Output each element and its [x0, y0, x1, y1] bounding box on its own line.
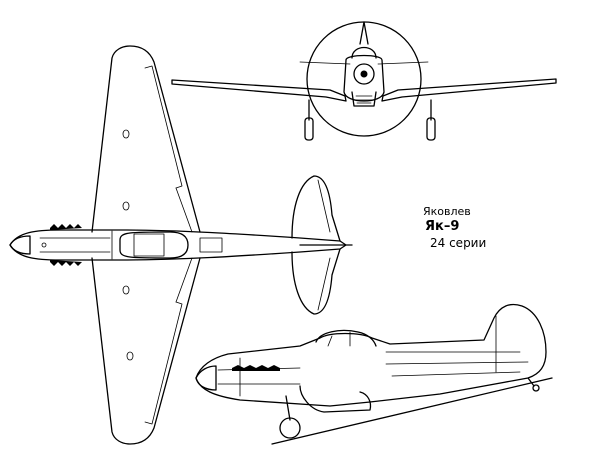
- front-radiator-grille: [355, 95, 373, 104]
- propeller-disc: [306, 21, 422, 137]
- plan-upper-gear-well: [122, 201, 130, 211]
- front-left-wing: [171, 79, 347, 102]
- side-exhaust: [232, 365, 280, 371]
- plan-lower-flap: [175, 257, 193, 303]
- side-tail-wheel-tyre: [532, 384, 540, 392]
- front-radiator: [351, 91, 377, 107]
- side-main-wheel: [279, 417, 301, 439]
- plan-upper-aileron: [144, 65, 183, 189]
- front-right-wing: [381, 78, 557, 102]
- side-cowl-lines: [217, 357, 301, 397]
- aircraft-series: 24 серии: [430, 236, 487, 250]
- side-tail-lines: [385, 351, 529, 377]
- side-view: [195, 303, 553, 445]
- plan-exhaust-lower: [50, 260, 82, 266]
- front-fin: [359, 21, 369, 45]
- ground-line: [271, 377, 553, 445]
- side-canopy: [315, 329, 377, 347]
- plan-upper-wing: [91, 45, 201, 233]
- plan-view: [9, 45, 353, 445]
- front-view: [171, 21, 557, 141]
- plan-lower-marking: [126, 351, 134, 361]
- plan-canopy-frame: [133, 233, 165, 257]
- front-spinner: [360, 70, 368, 78]
- front-canopy: [351, 46, 377, 59]
- plan-canopy: [119, 231, 189, 259]
- front-spinner-ring: [353, 63, 375, 85]
- side-canopy-frame: [327, 331, 351, 347]
- plan-tailplane-lower: [291, 248, 341, 315]
- plan-elevator-lines: [317, 179, 331, 311]
- side-landing-gear: [285, 395, 291, 421]
- side-spinner: [195, 365, 217, 391]
- plan-upper-flap: [175, 187, 193, 233]
- front-tailplane: [299, 61, 429, 65]
- plan-lower-wing: [91, 257, 201, 445]
- plan-cowl-lines: [39, 230, 113, 260]
- side-fuselage: [195, 303, 547, 407]
- plan-fuselage: [9, 229, 347, 261]
- side-tail-wheel: [527, 377, 535, 387]
- plan-tailplane-upper: [291, 175, 341, 242]
- aircraft-model: Як–9: [425, 219, 460, 234]
- front-cowling: [343, 54, 385, 102]
- side-radiator: [299, 385, 372, 413]
- aircraft-manufacturer: Яковлев: [423, 205, 471, 218]
- front-left-wheel: [304, 117, 314, 141]
- front-right-wheel: [426, 117, 436, 141]
- plan-upper-marking: [122, 129, 130, 139]
- plan-hatch: [199, 237, 223, 253]
- plan-exhaust-upper: [50, 224, 82, 230]
- plan-lower-aileron: [144, 301, 183, 425]
- plan-lower-gear-well: [122, 285, 130, 295]
- plan-gun-port: [41, 242, 47, 248]
- plan-spinner: [9, 235, 31, 255]
